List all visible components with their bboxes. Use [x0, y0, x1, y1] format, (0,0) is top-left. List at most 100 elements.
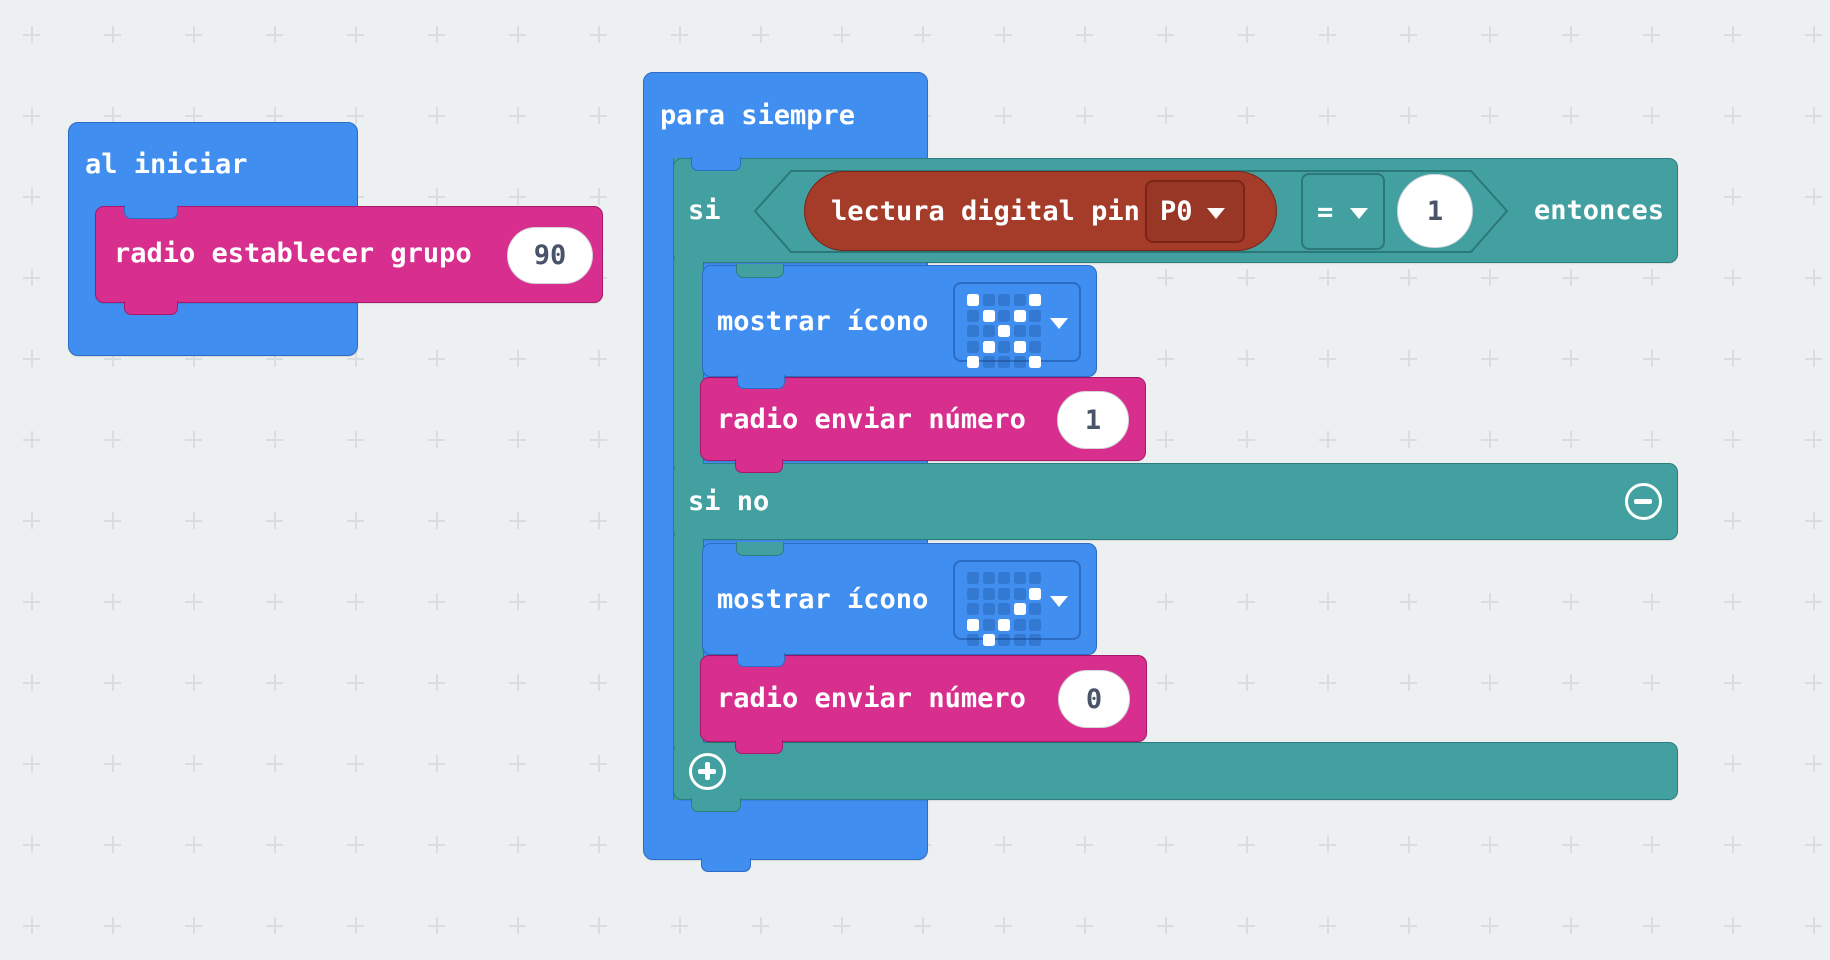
plus-circle-icon[interactable]	[689, 753, 726, 790]
comparison-value-field[interactable]: 1	[1397, 174, 1473, 248]
block-show-icon-yes[interactable]: mostrar ícono	[702, 542, 1097, 667]
block-notch	[736, 264, 784, 278]
grid-plus-mark	[509, 431, 526, 448]
grid-plus-mark	[1400, 674, 1417, 691]
grid-plus-mark	[1724, 512, 1741, 529]
spine-weld	[675, 459, 703, 469]
radio-group-value-field[interactable]: 90	[507, 227, 593, 284]
grid-plus-mark	[428, 107, 445, 124]
grid-plus-mark	[509, 674, 526, 691]
led-pattern-no-cross	[967, 294, 1041, 368]
grid-plus-mark	[1643, 674, 1660, 691]
grid-plus-mark	[1076, 26, 1093, 43]
block-show-icon-no[interactable]: mostrar ícono	[702, 264, 1097, 389]
block-notch	[124, 205, 178, 219]
minus-circle-icon[interactable]	[1625, 483, 1662, 520]
led-cell	[1013, 603, 1026, 615]
block-radio-set-group[interactable]: radio establecer grupo 90	[95, 205, 603, 315]
led-cell	[1029, 294, 1041, 306]
led-cell	[982, 294, 995, 306]
led-cell	[982, 603, 995, 615]
grid-plus-mark	[1724, 350, 1741, 367]
led-cell	[998, 356, 1010, 368]
grid-plus-mark	[509, 593, 526, 610]
block-digital-read-pin[interactable]: lectura digital pin P0	[804, 171, 1277, 251]
grid-plus-mark	[1481, 269, 1498, 286]
block-radio-send-1[interactable]: radio enviar número 1	[700, 377, 1146, 473]
grid-plus-mark	[266, 512, 283, 529]
led-cell	[998, 340, 1010, 353]
grid-plus-mark	[266, 674, 283, 691]
grid-plus-mark	[1319, 431, 1336, 448]
led-cell	[967, 634, 979, 646]
then-label: entonces	[1534, 195, 1665, 226]
grid-plus-mark	[1643, 350, 1660, 367]
grid-plus-mark	[1724, 269, 1741, 286]
grid-plus-mark	[1724, 917, 1741, 934]
led-cell	[982, 618, 995, 631]
grid-plus-mark	[185, 836, 202, 853]
grid-plus-mark	[347, 26, 364, 43]
grid-plus-mark	[185, 26, 202, 43]
grid-plus-mark	[185, 431, 202, 448]
grid-plus-mark	[1562, 350, 1579, 367]
grid-plus-mark	[1238, 269, 1255, 286]
grid-plus-mark	[347, 674, 364, 691]
led-cell	[998, 325, 1010, 337]
block-notch	[736, 542, 784, 556]
comparison-operator-dropdown[interactable]: =	[1301, 173, 1385, 250]
grid-plus-mark	[509, 755, 526, 772]
grid-plus-mark	[1805, 107, 1822, 124]
pin-dropdown-value: P0	[1160, 196, 1193, 227]
grid-plus-mark	[509, 350, 526, 367]
spine-weld	[675, 258, 703, 268]
grid-plus-mark	[1481, 836, 1498, 853]
show-icon-label: mostrar ícono	[717, 306, 929, 337]
radio-send-value-field[interactable]: 0	[1058, 670, 1130, 728]
led-cell	[998, 309, 1010, 322]
if-row-else[interactable]: si no	[673, 463, 1678, 540]
grid-plus-mark	[1805, 593, 1822, 610]
grid-plus-mark	[1481, 350, 1498, 367]
grid-plus-mark	[23, 755, 40, 772]
grid-plus-mark	[266, 26, 283, 43]
grid-plus-mark	[833, 26, 850, 43]
grid-plus-mark	[1238, 350, 1255, 367]
block-notch	[737, 653, 785, 667]
grid-plus-mark	[347, 755, 364, 772]
grid-plus-mark	[590, 188, 607, 205]
grid-plus-mark	[266, 836, 283, 853]
block-notch	[691, 798, 741, 812]
led-cell	[967, 356, 979, 368]
icon-dropdown[interactable]	[953, 282, 1081, 368]
icon-dropdown[interactable]	[953, 560, 1081, 646]
else-label: si no	[688, 486, 770, 517]
grid-plus-mark	[1157, 917, 1174, 934]
grid-plus-mark	[1238, 836, 1255, 853]
grid-plus-mark	[428, 755, 445, 772]
led-cell	[982, 340, 995, 353]
if-row-condition[interactable]: si lectura digital pin P0 = 1 entonces	[673, 157, 1678, 263]
pin-dropdown[interactable]: P0	[1145, 180, 1245, 243]
grid-plus-mark	[590, 917, 607, 934]
led-cell	[1029, 356, 1041, 368]
grid-plus-mark	[1319, 26, 1336, 43]
if-row-bottom[interactable]	[673, 742, 1678, 812]
forever-label: para siempre	[660, 100, 856, 131]
led-cell	[982, 587, 995, 600]
led-cell	[1029, 572, 1041, 584]
dropdown-arrow-icon	[1350, 208, 1368, 219]
grid-plus-mark	[1319, 917, 1336, 934]
block-notch	[691, 157, 741, 171]
grid-plus-mark	[185, 674, 202, 691]
block-notch	[735, 740, 783, 754]
block-radio-send-0[interactable]: radio enviar número 0	[700, 655, 1147, 754]
grid-plus-mark	[428, 512, 445, 529]
grid-plus-mark	[104, 755, 121, 772]
grid-plus-mark	[1805, 512, 1822, 529]
grid-plus-mark	[671, 26, 688, 43]
led-cell	[967, 340, 979, 353]
grid-plus-mark	[1643, 836, 1660, 853]
grid-plus-mark	[1400, 107, 1417, 124]
radio-send-value-field[interactable]: 1	[1057, 391, 1129, 449]
